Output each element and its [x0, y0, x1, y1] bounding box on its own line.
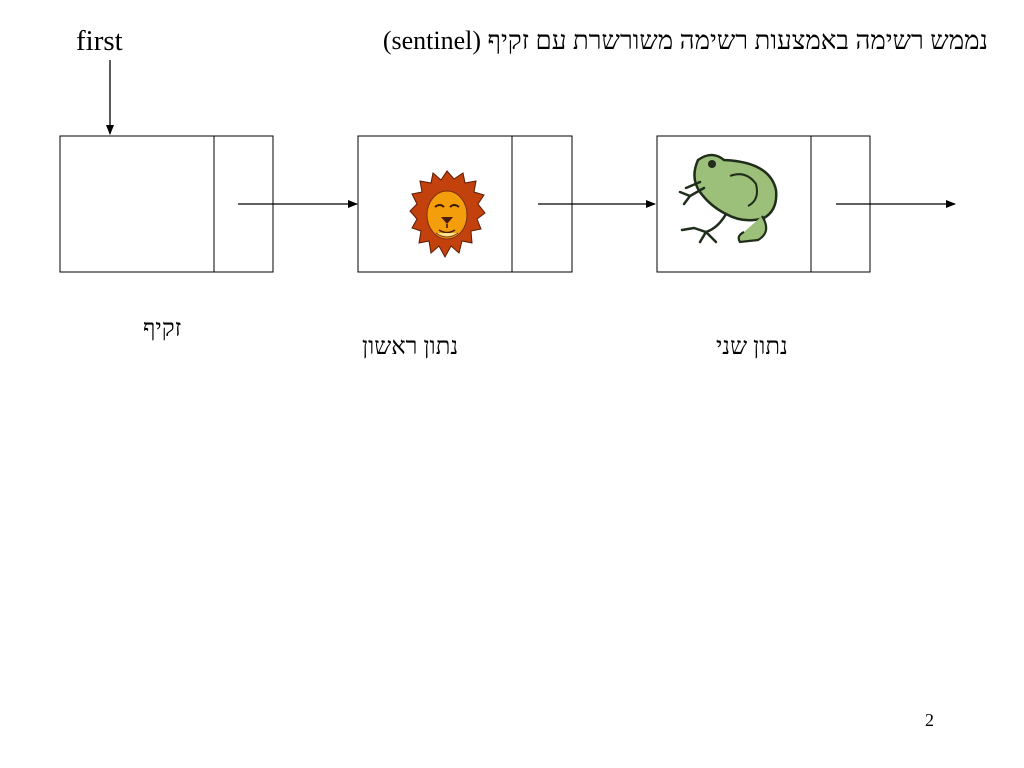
- slide-title: נממש רשימה באמצעות רשימה משורשרת עם זקיף…: [382, 26, 988, 55]
- second-data-node: [656, 135, 871, 273]
- page-number: 2: [925, 710, 934, 730]
- first-data-node: [357, 135, 573, 273]
- first-pointer-label: first: [76, 25, 123, 57]
- first-data-node-caption: נתון ראשון: [362, 334, 459, 360]
- second-data-node-caption: נתון שני: [716, 334, 788, 360]
- frog-icon: [678, 153, 778, 244]
- sentinel-node-caption: זקיף: [143, 316, 182, 342]
- sentinel-node-data-cell: [59, 135, 215, 273]
- lion-icon: [409, 170, 486, 259]
- sentinel-node: [59, 135, 274, 273]
